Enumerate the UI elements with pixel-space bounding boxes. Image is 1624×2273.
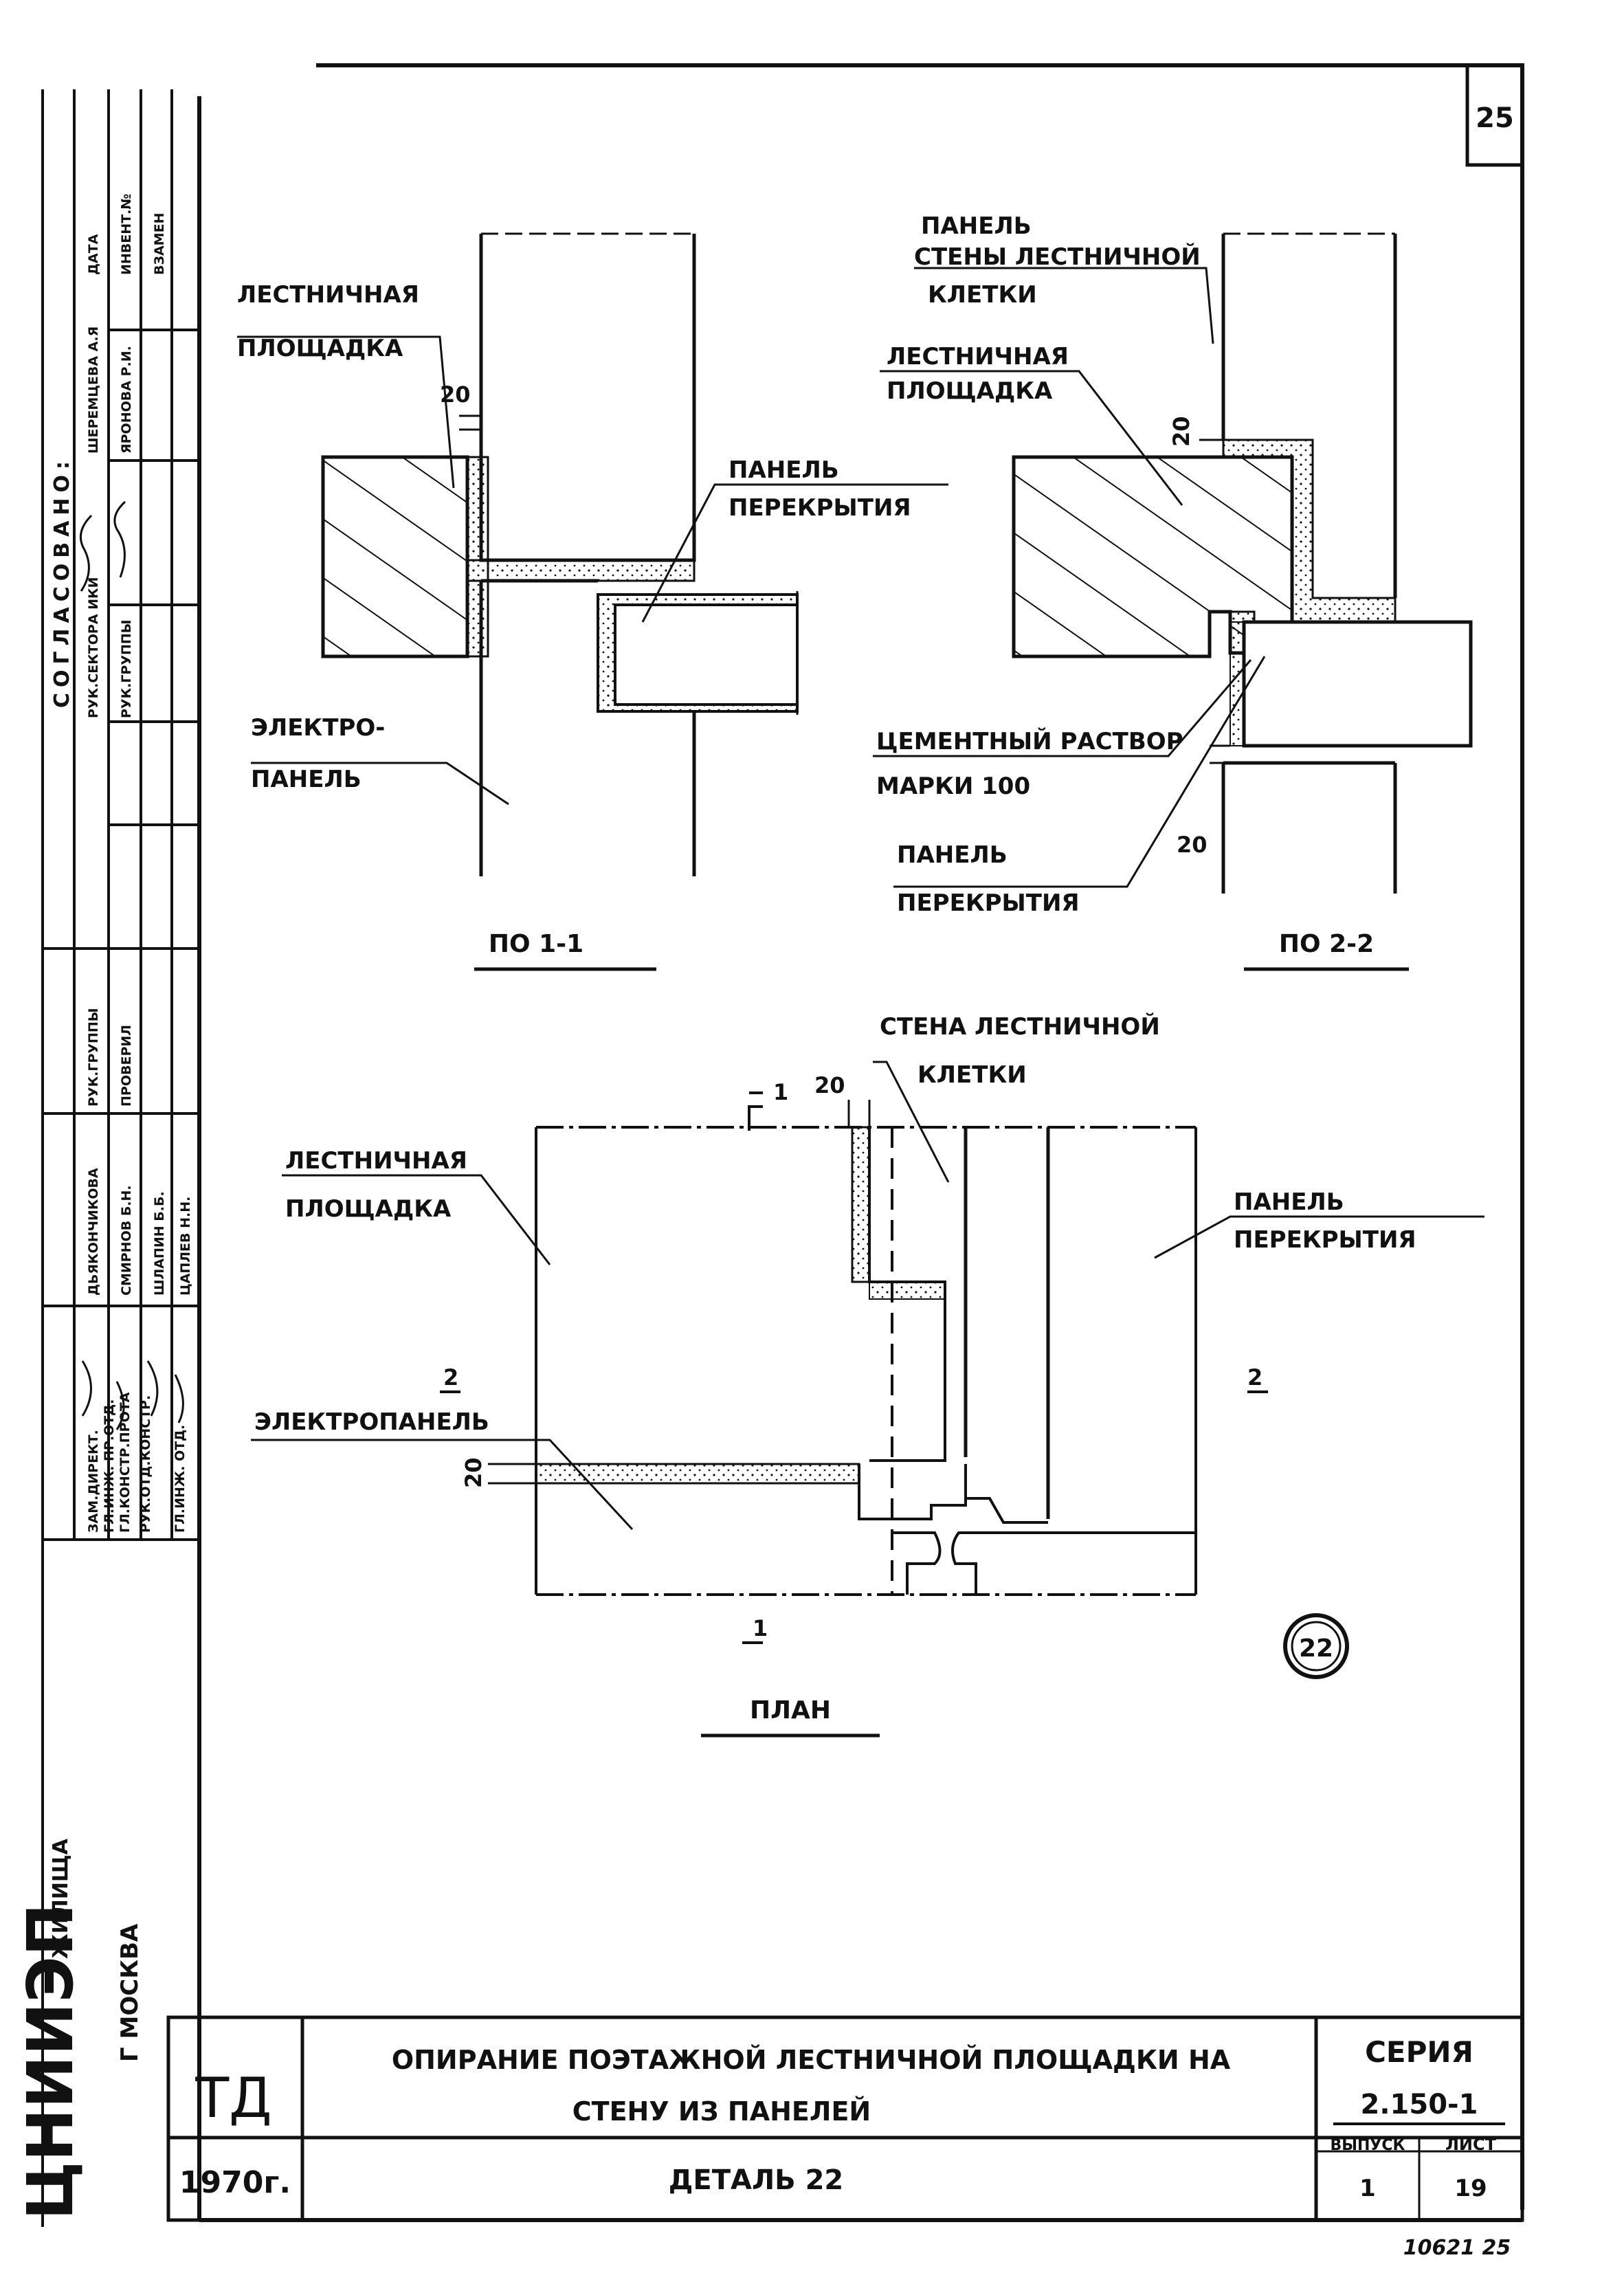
s22-slab-label-2: ПЕРЕКРЫТИЯ	[897, 889, 1080, 917]
sheet-label: ЛИСТ	[1445, 2135, 1497, 2154]
staff-block: ЗАМ.ДИРЕКТ. ГЛ.ИНЖ. ПР.ОТД. ГЛ.КОНСТР.ПР…	[81, 1008, 193, 1533]
plan-dim-top: 20	[814, 1072, 845, 1098]
s11-landing-label-2: ПЛОЩАДКА	[237, 335, 403, 362]
section-2-2	[873, 232, 1473, 894]
plan-landing-label-2: ПЛОЩАДКА	[285, 1195, 452, 1223]
staff-left-3: ГЛ.КОНСТР.ПРОТА	[118, 1392, 133, 1533]
signature	[79, 500, 126, 592]
title-block	[166, 2015, 1524, 2222]
s11-electro-label-2: ПАНЕЛЬ	[251, 766, 361, 793]
s22-caption: ПО 2-2	[1279, 930, 1374, 958]
approval-role-2: РУК.ГРУППЫ	[119, 620, 134, 719]
approval-name-1: ШЕРЕМЦЕВА А.Я	[86, 326, 101, 454]
plan-slab-label-1: ПАНЕЛЬ	[1234, 1188, 1344, 1216]
plan-wall-label-2: КЛЕТКИ	[917, 1061, 1027, 1089]
approval-role-1: РУК.СЕКТОРА ИКИ	[86, 577, 101, 718]
staff-mid-3: ШЛАПИН Б.Б.	[152, 1191, 167, 1296]
title-code: ТД	[194, 2066, 271, 2130]
plan-dim-left: 20	[460, 1457, 487, 1488]
staff-left-4: РУК.ОТД.КОНСТР.	[138, 1395, 153, 1533]
institute-suffix: ЖИЛИЩА	[49, 1838, 73, 1959]
s11-slab-label-2: ПЕРЕКРЫТИЯ	[728, 494, 911, 522]
s22-dim-bottom: 20	[1177, 832, 1208, 858]
s22-landing-label-2: ПЛОЩАДКА	[887, 377, 1053, 405]
s22-slab-label-1: ПАНЕЛЬ	[897, 841, 1008, 869]
staff-left-5: ГЛ.ИНЖ. ОТД.	[173, 1425, 188, 1533]
plan-electro-label: ЭЛЕКТРОПАНЕЛЬ	[254, 1408, 489, 1436]
signature	[81, 1360, 184, 1430]
s11-caption: ПО 1-1	[489, 930, 583, 958]
series-label: СЕРИЯ	[1365, 2035, 1473, 2069]
plan-cut-1-top: 1	[773, 1079, 788, 1105]
plan-cut-2-left: 2	[443, 1364, 458, 1390]
approval-col-invent: ИНВЕНТ.№	[119, 194, 134, 275]
institute-block: ЦНИИЭП ЖИЛИЩА Г МОСКВА	[14, 1838, 144, 2220]
approval-block: СОГЛАСОВАНО: ДАТА ИНВЕНТ.№ ВЗАМЕН ШЕРЕМЦ…	[50, 194, 167, 718]
approval-col-date: ДАТА	[86, 234, 101, 275]
sheet-number: 25	[1476, 102, 1514, 134]
sheet-value: 19	[1454, 2175, 1487, 2202]
s11-dim: 20	[440, 381, 471, 408]
s22-landing-label-1: ЛЕСТНИЧНАЯ	[887, 343, 1069, 370]
s22-wall-label-2: СТЕНЫ ЛЕСТНИЧНОЙ	[914, 243, 1201, 271]
s22-mortar-label-2: МАРКИ 100	[876, 773, 1030, 800]
s11-electro-label-1: ЭЛЕКТРО-	[251, 714, 385, 742]
series-value: 2.150-1	[1361, 2089, 1478, 2120]
s22-wall-label-1: ПАНЕЛЬ	[921, 212, 1032, 240]
institute-abbr: ЦНИИЭП	[14, 1903, 87, 2220]
s22-mortar-label-1: ЦЕМЕНТНЫЙ РАСТВОР	[876, 727, 1183, 755]
archive-number: 10621 25	[1403, 2236, 1511, 2260]
staff-left-2: ГЛ.ИНЖ. ПР.ОТД.	[102, 1399, 117, 1533]
staff-right-1: РУК.ГРУППЫ	[86, 1008, 101, 1107]
s22-dim-top: 20	[1168, 416, 1194, 447]
s11-landing-label-1: ЛЕСТНИЧНАЯ	[237, 281, 419, 309]
title-detail: ДЕТАЛЬ 22	[669, 2164, 844, 2196]
staff-left-1: ЗАМ.ДИРЕКТ.	[86, 1430, 101, 1533]
issue-label: ВЫПУСК	[1330, 2137, 1405, 2154]
landing-block	[321, 455, 469, 658]
staff-right-2: ПРОВЕРИЛ	[119, 1025, 134, 1107]
approval-heading: СОГЛАСОВАНО:	[50, 456, 74, 708]
approval-col-instead: ВЗАМЕН	[152, 213, 167, 275]
issue-value: 1	[1359, 2175, 1376, 2202]
detail-mark-number: 22	[1299, 1634, 1333, 1663]
title-year: 1970г.	[179, 2165, 291, 2200]
side-strip	[41, 89, 199, 2227]
staff-mid-2: СМИРНОВ Б.Н.	[119, 1185, 134, 1296]
staff-mid-1: ДЬЯКОНЧИКОВА	[86, 1168, 101, 1296]
plan-caption: ПЛАН	[750, 1696, 831, 1725]
section-1-1	[237, 232, 948, 876]
approval-name-2: ЯРОНОВА Р.И.	[119, 346, 134, 454]
s22-wall-label-3: КЛЕТКИ	[928, 281, 1037, 309]
plan-wall-label-1: СТЕНА ЛЕСТНИЧНОЙ	[880, 1012, 1160, 1041]
s11-slab-label-1: ПАНЕЛЬ	[728, 456, 839, 484]
title-line-1: ОПИРАНИЕ ПОЭТАЖНОЙ ЛЕСТНИЧНОЙ ПЛОЩАДКИ Н…	[392, 2045, 1231, 2075]
staff-mid-4: ЦАПЛЕВ Н.Н.	[178, 1197, 193, 1296]
plan-cut-1-bottom: 1	[753, 1615, 768, 1641]
plan-view	[251, 1061, 1484, 1679]
title-line-2: СТЕНУ ИЗ ПАНЕЛЕЙ	[572, 2096, 871, 2127]
plan-landing-label-1: ЛЕСТНИЧНАЯ	[285, 1147, 467, 1175]
institute-city: Г МОСКВА	[116, 1923, 144, 2062]
detail-marker	[1283, 1613, 1349, 1679]
plan-cut-2-right: 2	[1247, 1364, 1263, 1390]
plan-slab-label-2: ПЕРЕКРЫТИЯ	[1234, 1226, 1416, 1254]
